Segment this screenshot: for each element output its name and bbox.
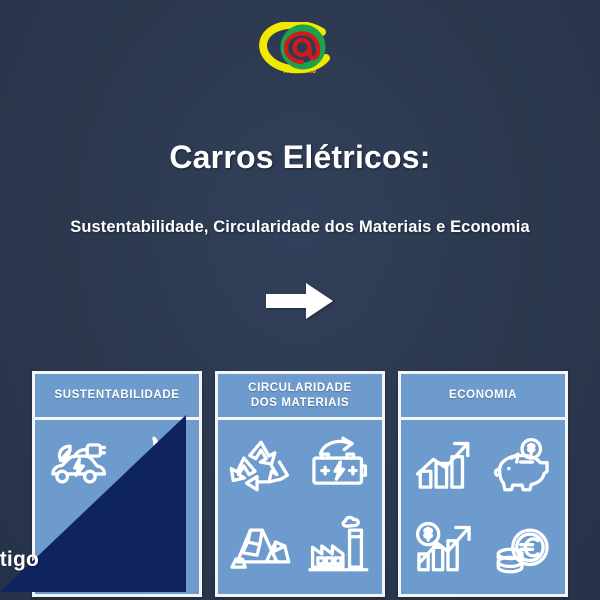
page-subtitle: Sustentabilidade, Circularidade dos Mate…	[70, 218, 530, 236]
panel-icons-economia	[401, 420, 565, 594]
accmoho-logo-mark	[250, 22, 350, 74]
panel-heading-line-1: CIRCULARIDADE	[248, 382, 352, 395]
page-title: Carros Elétricos:	[169, 139, 431, 175]
factory-icon	[306, 513, 372, 579]
panel-heading-economia: ECONOMIA	[401, 374, 565, 420]
panel-heading-circularidade: CIRCULARIDADE DOS MATERIAIS	[218, 374, 382, 420]
panel-icons-circularidade	[218, 420, 382, 594]
panel-circularidade-dos-materiais[interactable]: CIRCULARIDADE DOS MATERIAIS	[215, 371, 385, 597]
piggy-bank-coin-icon	[489, 433, 555, 499]
panel-economia[interactable]: ECONOMIA	[398, 371, 568, 597]
panel-heading-line-2: DOS MATERIAIS	[250, 396, 350, 409]
panel-heading-sustentabilidade: SUSTENTABILIDADE	[35, 374, 199, 420]
logo: ACCMoho	[0, 22, 600, 75]
dollar-chart-arrow-icon	[411, 513, 477, 579]
battery-recycle-icon	[306, 433, 372, 499]
arrow-right-icon	[266, 281, 334, 321]
electric-car-plug-icon	[45, 433, 111, 499]
mining-rocks-icon	[228, 513, 294, 579]
footer-label: Artigo	[0, 548, 40, 571]
growth-chart-arrow-icon	[411, 433, 477, 499]
recycle-icon	[228, 433, 294, 499]
euro-coins-icon	[489, 513, 555, 579]
